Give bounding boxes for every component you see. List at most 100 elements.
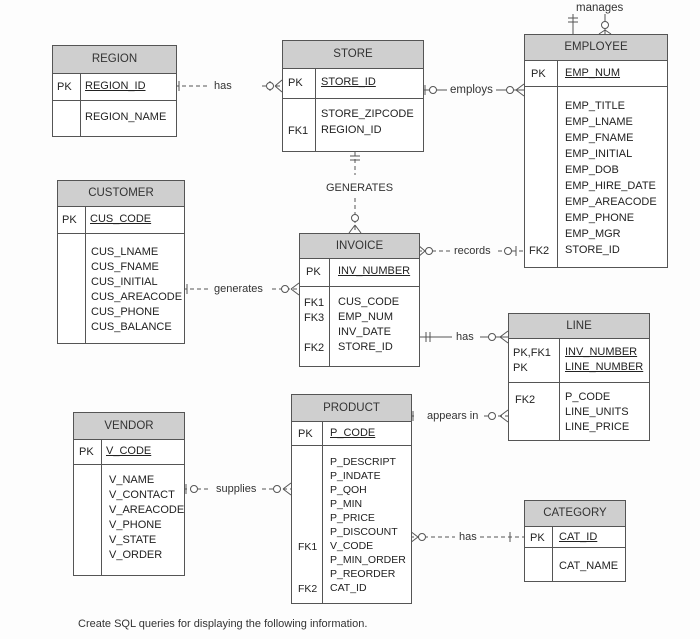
footer-instruction: Create SQL queries for displaying the fo… — [78, 618, 368, 630]
product-pk-tag: PK — [298, 428, 313, 440]
entity-region-title: REGION — [53, 46, 176, 74]
customer-attr: CUS_LNAME — [91, 246, 159, 258]
line-pk-tag: PK — [513, 362, 528, 374]
entity-store-title: STORE — [283, 41, 423, 69]
entity-employee: EMPLOYEE PK EMP_NUM EMP_TITLE EMP_LNAME … — [524, 34, 668, 268]
rel-category-product: has — [459, 531, 477, 543]
line-attr: P_CODE — [565, 391, 611, 403]
employee-attr: EMP_INITIAL — [565, 148, 633, 160]
store-pk: STORE_ID — [321, 76, 376, 88]
category-pk-tag: PK — [530, 532, 545, 544]
customer-attr: CUS_INITIAL — [91, 276, 158, 288]
customer-attr: CUS_BALANCE — [91, 321, 172, 333]
category-pk: CAT_ID — [559, 531, 598, 543]
region-pk-tag: PK — [57, 81, 72, 93]
product-attr: P_QOH — [330, 484, 367, 496]
vendor-attr: V_AREACODE — [109, 504, 185, 516]
employee-pk-tag: PK — [531, 68, 546, 80]
store-pk-tag: PK — [288, 77, 303, 89]
entity-customer-title: CUSTOMER — [58, 181, 184, 207]
entity-region: REGION PK REGION_ID REGION_NAME — [52, 45, 177, 137]
product-attr: P_REORDER — [330, 568, 396, 580]
rel-region-store: has — [214, 80, 232, 92]
line-attr: LINE_UNITS — [565, 406, 629, 418]
line-pk-tag: PK,FK1 — [513, 347, 551, 359]
invoice-pk-tag: PK — [306, 266, 321, 278]
entity-store: STORE PK STORE_ID STORE_ZIPCODE FK1 REGI… — [282, 40, 424, 152]
line-attr: LINE_PRICE — [565, 421, 630, 433]
store-attr: REGION_ID — [321, 124, 382, 136]
rel-customer-invoice: generates — [214, 283, 263, 295]
entity-employee-title: EMPLOYEE — [525, 35, 667, 61]
product-attr: P_MIN — [330, 498, 363, 510]
entity-category: CATEGORY PK CAT_ID CAT_NAME — [524, 500, 626, 582]
invoice-fk-tag: FK1 — [304, 297, 325, 309]
product-fk-tag: FK2 — [298, 583, 318, 595]
vendor-attr: V_STATE — [109, 534, 157, 546]
employee-pk: EMP_NUM — [565, 67, 621, 79]
customer-attr: CUS_AREACODE — [91, 291, 183, 303]
rel-store-employee: employs — [450, 84, 493, 96]
product-attr: P_DESCRIPT — [330, 456, 396, 468]
vendor-attr: V_PHONE — [109, 519, 162, 531]
line-pk: INV_NUMBER — [565, 346, 638, 358]
store-attr: STORE_ZIPCODE — [321, 108, 414, 120]
category-attr: CAT_NAME — [559, 560, 619, 572]
customer-attr: CUS_PHONE — [91, 306, 160, 318]
employee-fk-tag: FK2 — [529, 245, 550, 257]
entity-product-title: PRODUCT — [292, 395, 411, 422]
vendor-attr: V_ORDER — [109, 549, 163, 561]
invoice-fk-tag: FK3 — [304, 312, 325, 324]
rel-invoice-line: has — [456, 331, 474, 343]
region-attr: REGION_NAME — [85, 111, 167, 123]
product-pk: P_CODE — [330, 427, 376, 439]
invoice-attr: INV_DATE — [338, 326, 391, 338]
rel-product-line: appears in — [427, 410, 479, 422]
vendor-pk: V_CODE — [106, 445, 152, 457]
entity-customer: CUSTOMER PK CUS_CODE CUS_LNAME CUS_FNAME… — [57, 180, 185, 344]
rel-employee-invoice: records — [454, 245, 491, 257]
customer-pk: CUS_CODE — [90, 213, 152, 225]
invoice-attr: CUS_CODE — [338, 296, 400, 308]
rel-store-invoice: GENERATES — [326, 182, 394, 194]
employee-attr: EMP_HIRE_DATE — [565, 180, 656, 192]
employee-attr: EMP_LNAME — [565, 116, 633, 128]
employee-attr: EMP_AREACODE — [565, 196, 657, 208]
invoice-fk-tag: FK2 — [304, 342, 325, 354]
employee-attr: EMP_FNAME — [565, 132, 634, 144]
entity-line-title: LINE — [509, 314, 649, 339]
product-attr: P_MIN_ORDER — [330, 554, 406, 566]
employee-attr: EMP_DOB — [565, 164, 619, 176]
employee-attr: EMP_PHONE — [565, 212, 635, 224]
customer-attr: CUS_FNAME — [91, 261, 159, 273]
product-attr: V_CODE — [330, 540, 374, 552]
store-fk-tag: FK1 — [288, 125, 309, 137]
entity-vendor-title: VENDOR — [74, 413, 184, 440]
vendor-attr: V_NAME — [109, 474, 155, 486]
entity-invoice-title: INVOICE — [300, 234, 419, 259]
invoice-attr: EMP_NUM — [338, 311, 394, 323]
region-pk: REGION_ID — [85, 80, 146, 92]
product-fk-tag: FK1 — [298, 541, 318, 553]
rel-employee-manages: manages — [576, 2, 624, 14]
product-attr: P_INDATE — [330, 470, 381, 482]
employee-attr: STORE_ID — [565, 244, 620, 256]
rel-vendor-product: supplies — [216, 483, 257, 495]
vendor-attr: V_CONTACT — [109, 489, 175, 501]
entity-product: PRODUCT PK P_CODE P_DESCRIPT P_INDATE P_… — [291, 394, 412, 604]
product-attr: CAT_ID — [330, 582, 367, 594]
product-attr: P_DISCOUNT — [330, 526, 398, 538]
line-pk: LINE_NUMBER — [565, 361, 644, 373]
invoice-pk: INV_NUMBER — [338, 265, 411, 277]
employee-attr: EMP_MGR — [565, 228, 621, 240]
vendor-pk-tag: PK — [79, 446, 94, 458]
entity-invoice: INVOICE PK INV_NUMBER FK1 CUS_CODE FK3 E… — [299, 233, 420, 367]
line-fk-tag: FK2 — [515, 394, 536, 406]
entity-line: LINE PK,FK1 INV_NUMBER PK LINE_NUMBER FK… — [508, 313, 650, 441]
product-attr: P_PRICE — [330, 512, 375, 524]
invoice-attr: STORE_ID — [338, 341, 393, 353]
entity-category-title: CATEGORY — [525, 501, 625, 527]
customer-pk-tag: PK — [62, 214, 77, 226]
entity-vendor: VENDOR PK V_CODE V_NAME V_CONTACT V_AREA… — [73, 412, 185, 576]
employee-attr: EMP_TITLE — [565, 100, 625, 112]
